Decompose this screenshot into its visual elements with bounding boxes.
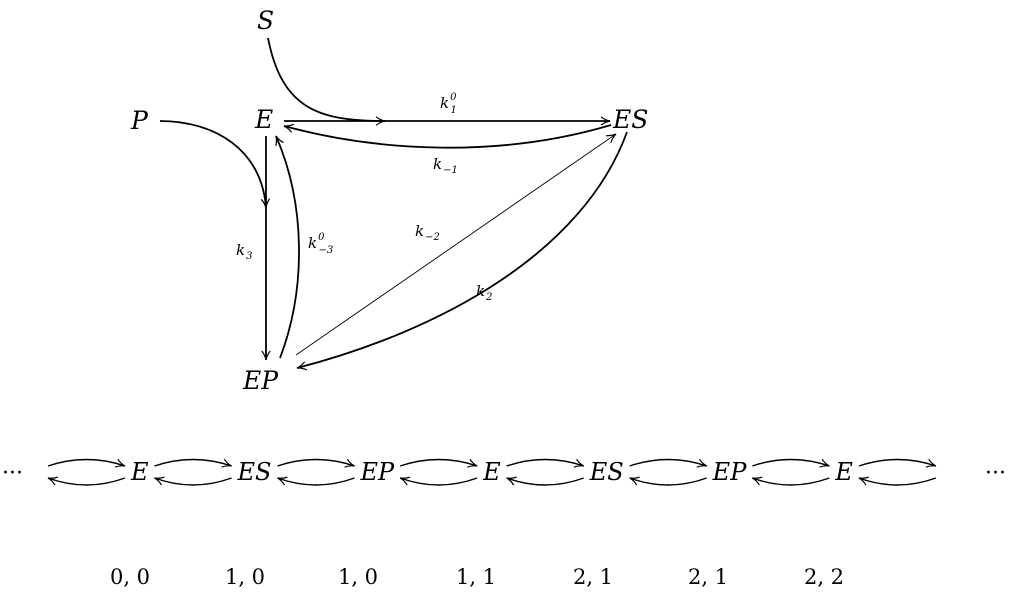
- chain-forward-arrow: [858, 458, 937, 468]
- chain-backward-arrow: [506, 476, 584, 486]
- node-enzyme-substrate: ES: [612, 105, 648, 134]
- node-product: P: [130, 106, 149, 135]
- chain-backward-arrow: [858, 476, 937, 486]
- chain-state-ep: EP: [712, 458, 748, 486]
- node-enzyme: E: [254, 105, 273, 134]
- edge-es-to-e: [283, 123, 612, 149]
- chain-state-e: E: [834, 458, 853, 486]
- chain-backward-arrow: [47, 476, 126, 486]
- state-counts: 0, 0 1, 0 1, 0 1, 1 2, 1 2, 1 2, 2: [110, 565, 844, 589]
- chain-forward-arrow: [277, 458, 355, 468]
- state-count-label: 2, 1: [688, 565, 728, 589]
- rate-label-k-minus-3-0: k0−3: [308, 232, 333, 256]
- chain-trailing-ellipsis: ···: [985, 461, 1006, 486]
- chain-forward-arrow: [399, 458, 478, 468]
- chain-backward-arrow: [752, 476, 830, 486]
- state-count-label: 2, 2: [804, 565, 844, 589]
- chain-backward-arrow: [277, 476, 355, 486]
- state-count-label: 1, 1: [456, 565, 496, 589]
- chain-state-ep: EP: [360, 458, 396, 486]
- chain-forward-arrow: [154, 458, 232, 468]
- chain-forward-arrow: [752, 458, 830, 468]
- node-substrate: S: [257, 6, 274, 35]
- rate-label-k2: k2: [476, 282, 492, 303]
- state-count-label: 2, 1: [573, 565, 613, 589]
- state-count-label: 1, 0: [225, 565, 265, 589]
- chain-backward-arrow: [629, 476, 707, 486]
- substrate-binding-arrow: [267, 37, 386, 126]
- chain-leading-ellipsis: ···: [2, 461, 23, 486]
- edge-ep-to-e: [275, 135, 300, 359]
- state-chain: ··· ··· E ES EP E ES EP E: [2, 458, 1006, 486]
- rate-label-k3: k3: [236, 241, 252, 262]
- chain-backward-arrow: [154, 476, 232, 486]
- chain-backward-arrow: [399, 476, 478, 486]
- edge-es-to-ep: [296, 131, 628, 371]
- chain-state-e: E: [482, 458, 501, 486]
- chain-forward-arrow: [47, 458, 126, 468]
- chain-state-es: ES: [589, 458, 624, 486]
- chain-state-es: ES: [237, 458, 272, 486]
- rate-label-k-minus-2: k−2: [415, 222, 440, 243]
- state-count-label: 1, 0: [338, 565, 378, 589]
- node-enzyme-product: EP: [242, 366, 279, 395]
- chain-state-e: E: [130, 458, 149, 486]
- chain-forward-arrow: [629, 458, 707, 468]
- edge-ep-to-es: [295, 133, 617, 356]
- rate-label-k-minus-1: k−1: [433, 155, 458, 176]
- state-count-label: 0, 0: [110, 565, 150, 589]
- chain-forward-arrow: [506, 458, 585, 468]
- product-binding-arrow: [159, 120, 271, 209]
